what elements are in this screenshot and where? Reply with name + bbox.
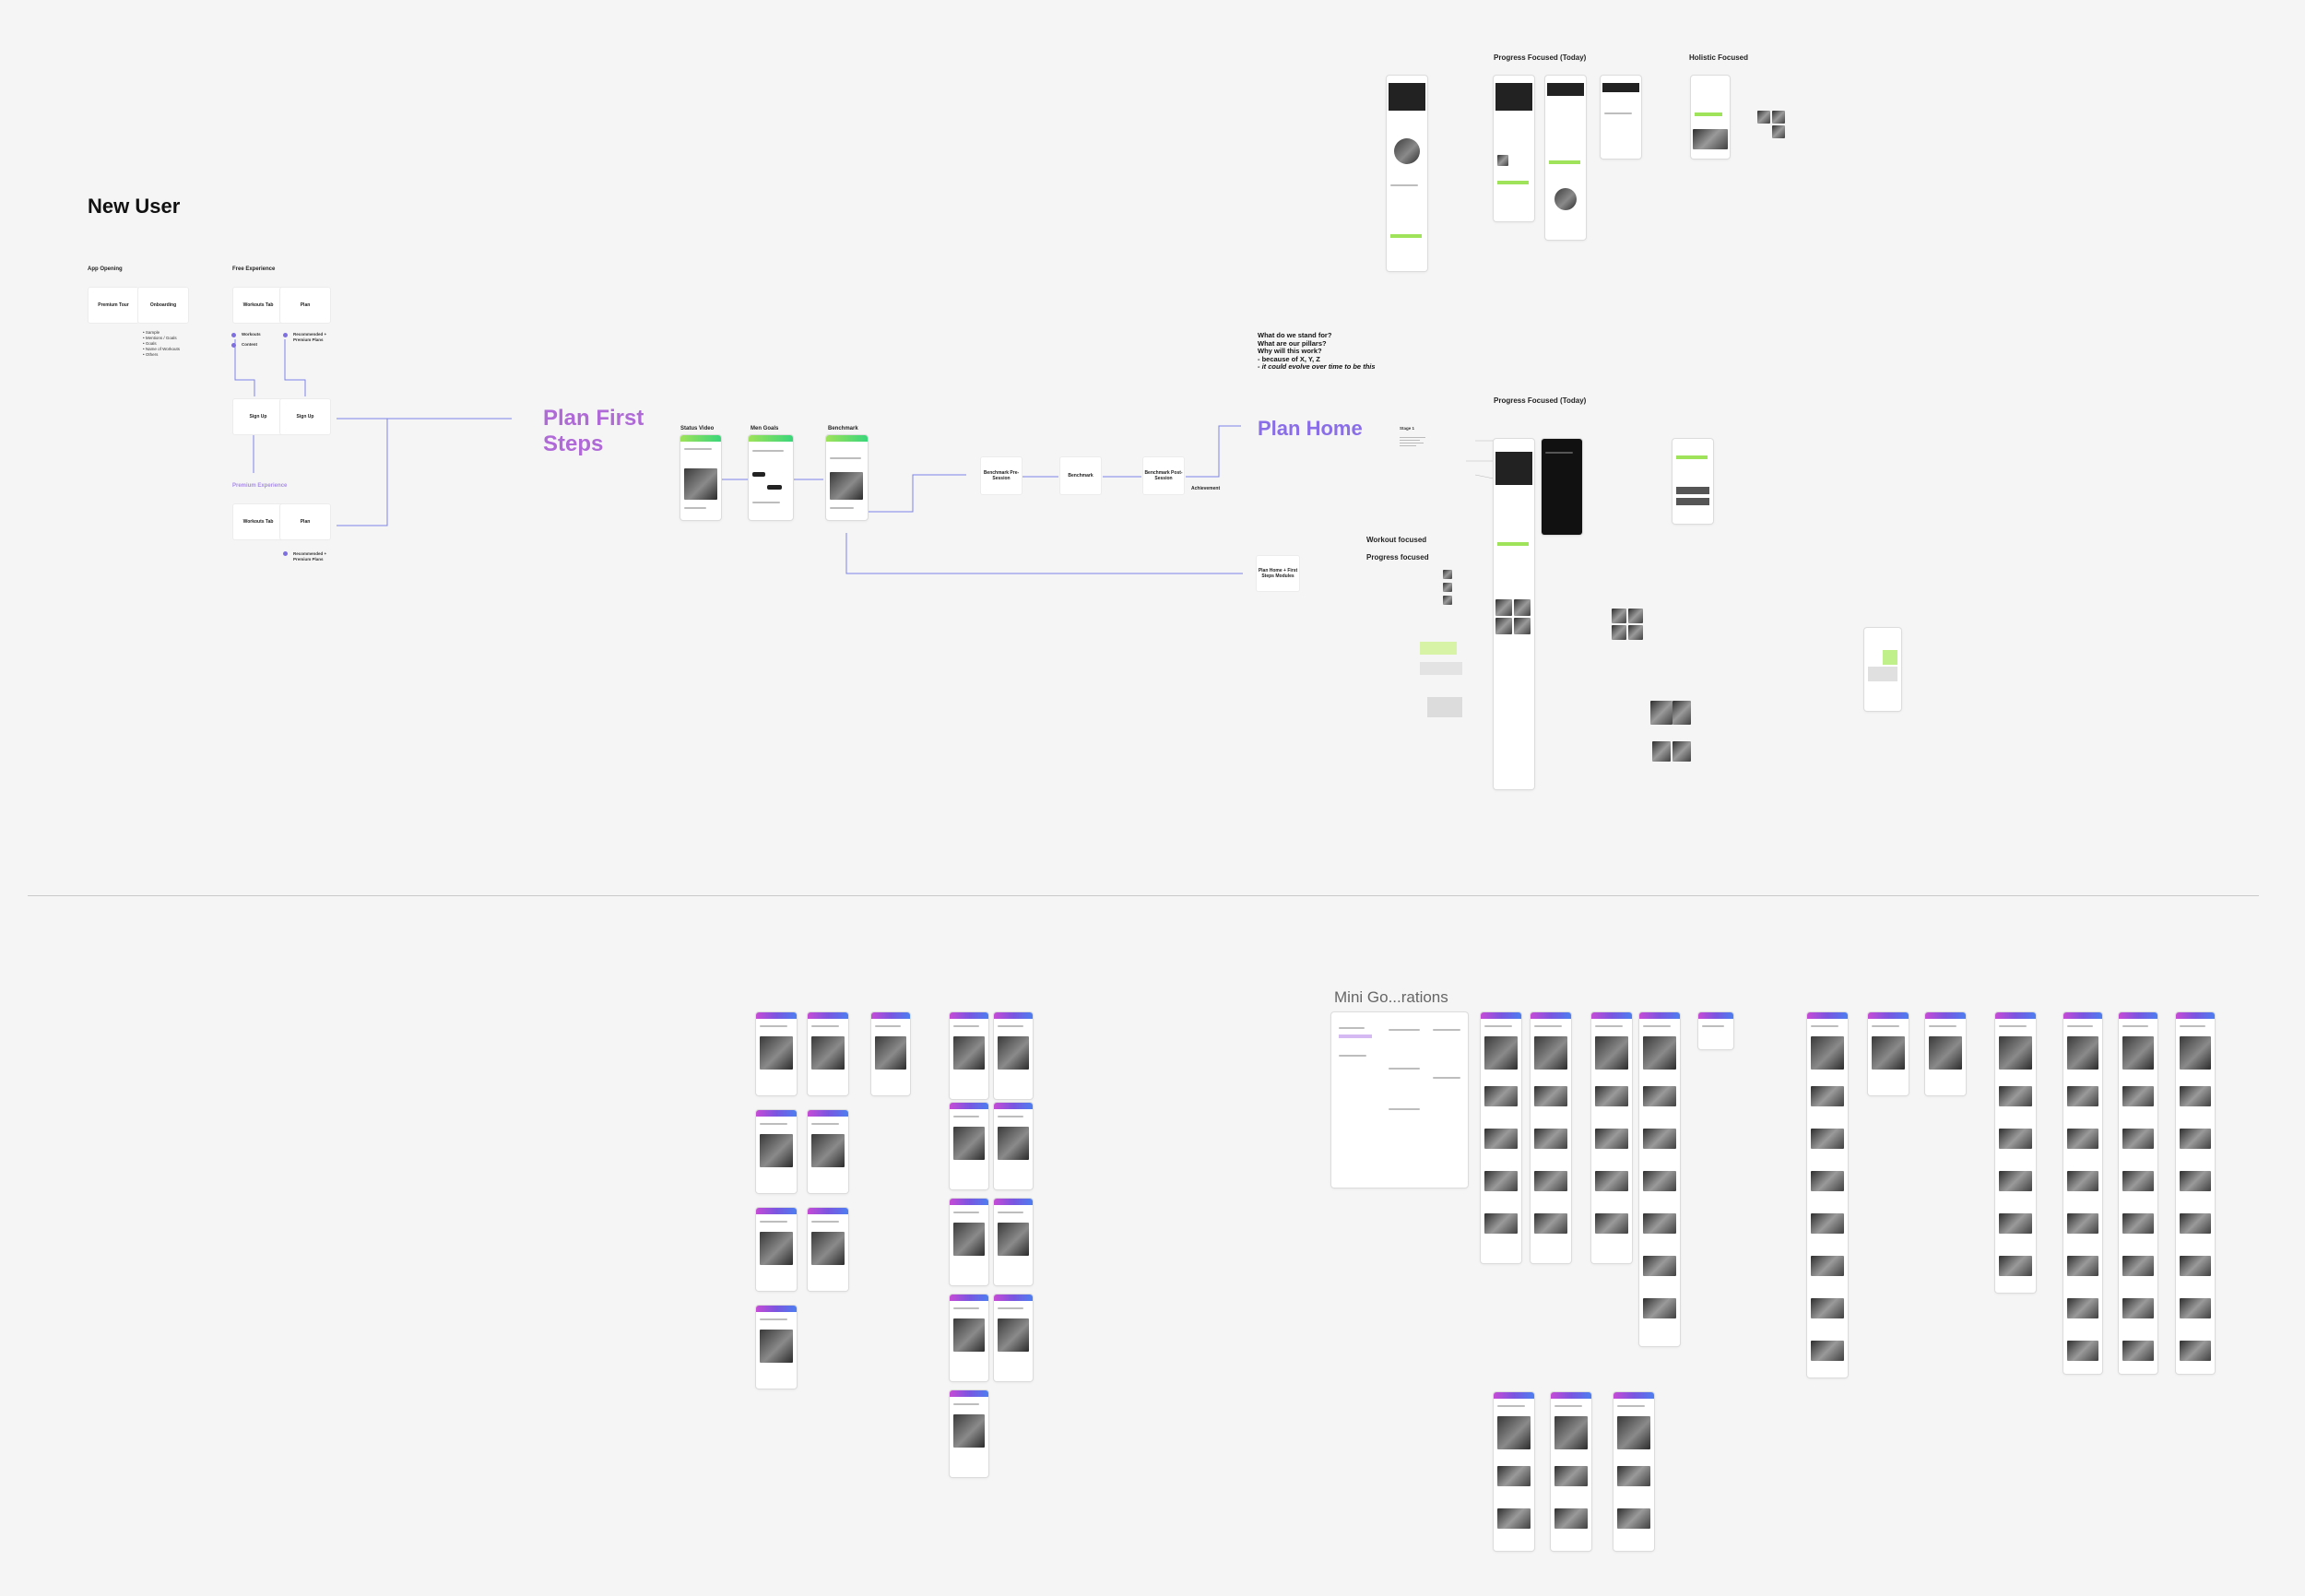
screen-men-goals[interactable] bbox=[749, 435, 793, 520]
mockup-screen[interactable] bbox=[756, 1012, 797, 1095]
screen-top-4[interactable] bbox=[1601, 76, 1641, 159]
connector-benchmark-bottom bbox=[846, 533, 1243, 573]
workouts-dot-icon bbox=[231, 333, 236, 337]
plan-first-steps-title: Plan First Steps bbox=[543, 406, 672, 457]
mockup-screen[interactable] bbox=[871, 1012, 910, 1095]
mockup-screen[interactable] bbox=[1639, 1012, 1680, 1346]
label-achievement: Achievement bbox=[1191, 486, 1220, 491]
premium-recommended-item: Recommended + Premium Plans bbox=[293, 551, 330, 562]
screen-label-men-goals: Men Goals bbox=[751, 426, 778, 432]
content-dot-icon bbox=[231, 343, 236, 348]
mockup-screen[interactable] bbox=[808, 1110, 848, 1193]
mockup-screen[interactable] bbox=[756, 1110, 797, 1193]
free-workouts-item: Workouts bbox=[242, 332, 261, 337]
mockup-screen[interactable] bbox=[2063, 1012, 2102, 1374]
screen-mid-long[interactable] bbox=[1494, 439, 1534, 789]
mockup-screen[interactable] bbox=[1531, 1012, 1571, 1263]
node-benchmark-pre-session[interactable]: Benchmark Pre-Session bbox=[981, 457, 1022, 494]
mockup-screen[interactable] bbox=[1494, 1392, 1534, 1551]
label-progress-focused-today-mid: Progress Focused (Today) bbox=[1494, 396, 1586, 405]
mockup-screen[interactable] bbox=[1481, 1012, 1521, 1263]
screen-mini-go-form[interactable] bbox=[1331, 1012, 1468, 1188]
label-premium-experience: Premium Experience bbox=[232, 483, 287, 489]
heading-new-user: New User bbox=[88, 195, 180, 219]
mockup-screen[interactable] bbox=[994, 1103, 1033, 1189]
screen-top-2[interactable] bbox=[1494, 76, 1534, 221]
screen-top-3[interactable] bbox=[1545, 76, 1586, 240]
screen-top-1[interactable] bbox=[1387, 76, 1427, 271]
node-signup-a[interactable]: Sign Up bbox=[233, 399, 283, 434]
node-premium-plan[interactable]: Plan bbox=[280, 504, 330, 539]
mockup-screen[interactable] bbox=[1807, 1012, 1848, 1377]
screen-right-card[interactable] bbox=[1864, 628, 1901, 711]
screen-holistic[interactable] bbox=[1691, 76, 1730, 159]
label-holistic-focused: Holistic Focused bbox=[1689, 53, 1748, 62]
question-line: - it could evolve over time to be this bbox=[1258, 363, 1376, 372]
mockup-screen[interactable] bbox=[994, 1012, 1033, 1099]
node-plan-home-first-steps[interactable]: Plan Home + First Steps Modules bbox=[1257, 556, 1299, 591]
node-signup-b[interactable]: Sign Up bbox=[280, 399, 330, 434]
mockup-screen[interactable] bbox=[950, 1012, 988, 1099]
mockup-screen[interactable] bbox=[950, 1295, 988, 1381]
mockup-screen[interactable] bbox=[1591, 1012, 1632, 1263]
mockup-screen[interactable] bbox=[950, 1103, 988, 1189]
mockup-screen[interactable] bbox=[756, 1208, 797, 1291]
screen-mid-dark[interactable] bbox=[1542, 439, 1582, 535]
label-progress-focused: Progress focused bbox=[1366, 553, 1429, 562]
connector-workouts-signup bbox=[235, 339, 254, 396]
mockup-screen[interactable] bbox=[1698, 1012, 1733, 1049]
label-progress-focused-today-top: Progress Focused (Today) bbox=[1494, 53, 1586, 62]
mockup-screen[interactable] bbox=[994, 1199, 1033, 1285]
node-benchmark[interactable]: Benchmark bbox=[1060, 457, 1101, 494]
mockup-screen[interactable] bbox=[2119, 1012, 2157, 1374]
screen-label-benchmark: Benchmark bbox=[828, 426, 858, 432]
section-divider bbox=[28, 895, 2259, 896]
node-free-workouts-tab[interactable]: Workouts Tab bbox=[233, 288, 283, 323]
label-free-experience: Free Experience bbox=[232, 266, 275, 272]
connector-plan-signup bbox=[285, 339, 305, 396]
connector-premium-plan-first bbox=[337, 419, 387, 526]
mockup-screen[interactable] bbox=[808, 1012, 848, 1095]
mockup-screen[interactable] bbox=[1551, 1392, 1591, 1551]
label-app-opening: App Opening bbox=[88, 266, 123, 272]
connector-post-achievement bbox=[1186, 426, 1241, 477]
mockup-screen[interactable] bbox=[756, 1306, 797, 1389]
node-premium-workouts-tab[interactable]: Workouts Tab bbox=[233, 504, 283, 539]
node-onboarding[interactable]: Onboarding bbox=[138, 288, 188, 323]
free-content-item: Content bbox=[242, 342, 257, 348]
screen-benchmark[interactable] bbox=[826, 435, 868, 520]
screen-mid-small[interactable] bbox=[1673, 439, 1713, 524]
screen-label-status-video: Status Video bbox=[680, 426, 714, 432]
mockup-screen[interactable] bbox=[2176, 1012, 2215, 1374]
screen-status-video[interactable] bbox=[680, 435, 721, 520]
mockup-screen[interactable] bbox=[1995, 1012, 2036, 1293]
bullet-item: • Others bbox=[143, 352, 180, 358]
mockup-screen[interactable] bbox=[808, 1208, 848, 1291]
mockup-screen[interactable] bbox=[950, 1199, 988, 1285]
stage-1-label: Stage 1 bbox=[1400, 426, 1414, 432]
mockup-screen[interactable] bbox=[994, 1295, 1033, 1381]
stage-1-notes bbox=[1400, 435, 1427, 448]
node-benchmark-post-session[interactable]: Benchmark Post-Session bbox=[1143, 457, 1184, 494]
onboarding-bullets: • Sample • Mentions / Goals • Goals • Na… bbox=[143, 330, 180, 358]
premium-recommended-dot-icon bbox=[283, 551, 288, 556]
recommended-dot-icon bbox=[283, 333, 288, 337]
node-premium-tour[interactable]: Premium Tour bbox=[89, 288, 138, 323]
mockup-screen[interactable] bbox=[950, 1390, 988, 1477]
label-workout-focused: Workout focused bbox=[1366, 536, 1426, 544]
node-free-plan[interactable]: Plan bbox=[280, 288, 330, 323]
label-mini-go: Mini Go...rations bbox=[1334, 988, 1448, 1007]
plan-home-questions: What do we stand for? What are our pilla… bbox=[1258, 332, 1376, 372]
connector-benchmark-pre bbox=[868, 475, 966, 512]
mockup-screen[interactable] bbox=[1868, 1012, 1909, 1095]
plan-home-title: Plan Home bbox=[1258, 417, 1363, 441]
mockup-screen[interactable] bbox=[1925, 1012, 1966, 1095]
free-recommended-item: Recommended + Premium Plans bbox=[293, 332, 330, 343]
mockup-screen[interactable] bbox=[1614, 1392, 1654, 1551]
